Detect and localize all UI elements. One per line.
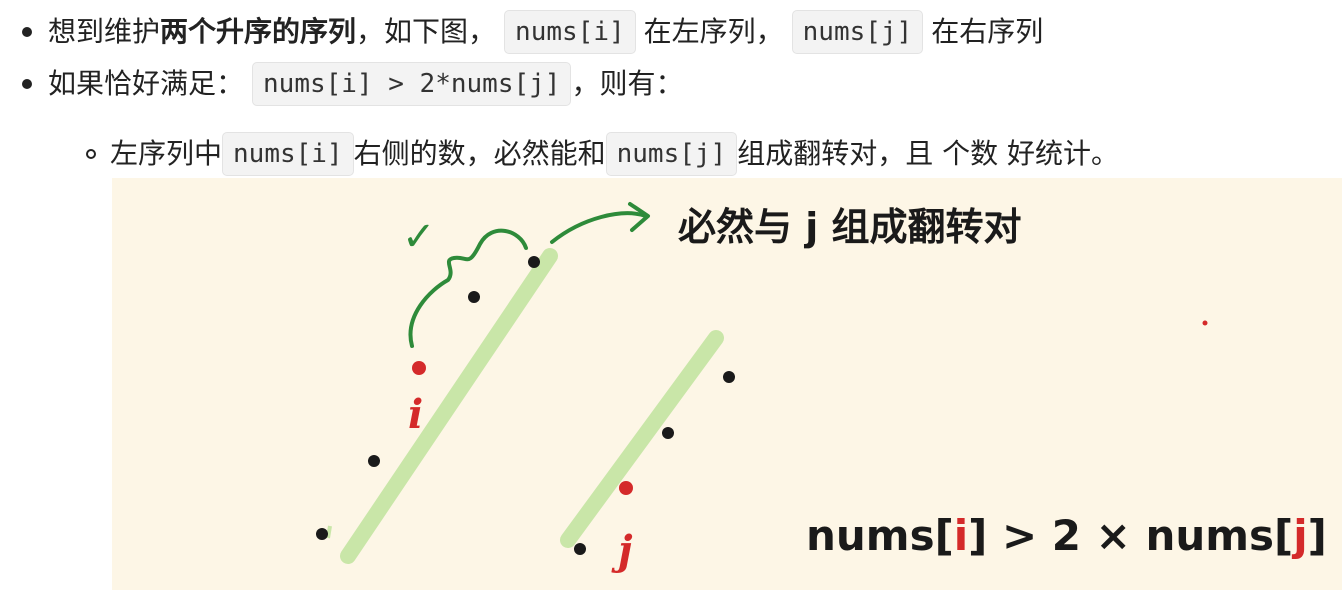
- item1-suffix: 在右序列: [931, 15, 1044, 48]
- dot: [723, 371, 735, 383]
- formula-right: ]: [1308, 511, 1327, 560]
- dot: [316, 528, 328, 540]
- green-brace: [408, 228, 528, 348]
- bullet-disc: [22, 27, 32, 37]
- label-j: j: [611, 527, 633, 574]
- diagram-canvas: i j ✓ 必然与 j 组成翻转对 nums[i] > 2 × nums[j]: [316, 202, 1327, 574]
- stray-dot: [1202, 320, 1208, 326]
- dot-j: [619, 481, 633, 495]
- handwritten-diagram: i j ✓ 必然与 j 组成翻转对 nums[i] > 2 × nums[j]: [112, 178, 1342, 590]
- item2-prefix: 如果恰好满足：: [48, 67, 245, 100]
- item1-prefix: 想到维护: [48, 15, 161, 48]
- formula-mid: ] > 2 × nums[: [968, 511, 1293, 560]
- sub1-mid: 右侧的数，必然能和: [353, 137, 606, 170]
- list-item-1: 想到维护 两个升序的序列 ，如下图， nums[i] 在左序列， nums[j]…: [0, 10, 1043, 54]
- dot-i: [412, 361, 426, 375]
- item1-mid1: ，如下图，: [356, 15, 497, 48]
- dot: [528, 256, 540, 268]
- item1-bold: 两个升序的序列: [160, 15, 357, 48]
- code-nums-i: nums[i]: [222, 132, 354, 176]
- dot: [662, 427, 674, 439]
- bullet-disc: [22, 79, 32, 89]
- dot: [574, 543, 586, 555]
- green-arrow: [550, 211, 648, 244]
- dot: [468, 291, 480, 303]
- list-item-2: 如果恰好满足： nums[i] > 2*nums[j] ，则有：: [0, 62, 683, 106]
- formula: nums[i] > 2 × nums[j]: [806, 511, 1327, 560]
- formula-j: j: [1291, 511, 1307, 560]
- right-sequence-highlight: [560, 330, 724, 548]
- dot: [368, 455, 380, 467]
- item2-suffix: ，则有：: [571, 67, 684, 100]
- check-mark-icon: ✓: [402, 214, 436, 260]
- tick-mark: [326, 525, 332, 539]
- code-condition: nums[i] > 2*nums[j]: [252, 62, 572, 106]
- sub1-suffix: 组成翻转对，且 个数 好统计。: [737, 137, 1119, 170]
- handwritten-note: 必然与 j 组成翻转对: [678, 205, 1022, 249]
- code-nums-i: nums[i]: [504, 10, 636, 54]
- arrow-head-icon: [628, 202, 650, 232]
- formula-left: nums[: [806, 511, 954, 560]
- left-sequence-highlight: [340, 248, 558, 564]
- code-nums-j: nums[j]: [605, 132, 738, 176]
- sub-list-item-1: 左序列中 nums[i] 右侧的数，必然能和 nums[j] 组成翻转对，且 个…: [0, 132, 1119, 176]
- formula-i: i: [954, 511, 968, 560]
- label-i: i: [408, 391, 423, 438]
- bullet-circle: [86, 149, 96, 159]
- item1-mid2: 在左序列，: [643, 15, 784, 48]
- sub1-prefix: 左序列中: [110, 137, 223, 170]
- code-nums-j: nums[j]: [791, 10, 924, 54]
